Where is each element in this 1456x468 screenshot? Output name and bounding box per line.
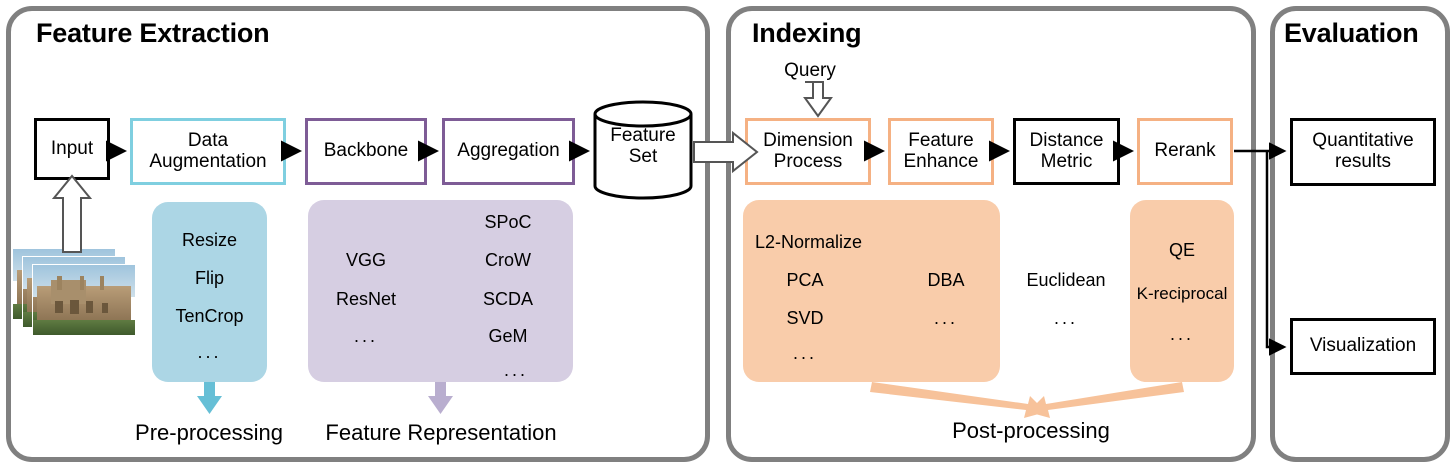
input-image-thumbnail-front xyxy=(32,264,136,336)
node-quantitative-results[interactable]: Quantitative results xyxy=(1290,118,1436,186)
node-dimension-process-line2: Process xyxy=(773,150,843,172)
pool-feature-representation: VGG ResNet ... SPoC CroW SCDA GeM ... xyxy=(308,200,573,382)
node-dimension-process-line1: Dimension xyxy=(763,129,853,151)
pool-item-qe: QE xyxy=(1168,240,1196,260)
pool-rerank: QE K-reciprocal ... xyxy=(1130,200,1234,382)
pool-preprocessing: Resize Flip TenCrop ... xyxy=(152,202,267,382)
node-feature-set-line1: Feature xyxy=(610,125,676,146)
pool-item-enhance-ellipsis: ... xyxy=(933,308,959,328)
panel-evaluation xyxy=(1270,6,1450,462)
panel-title-indexing: Indexing xyxy=(752,18,862,48)
pool-item-crow: CroW xyxy=(485,250,531,270)
node-feature-enhance-line1: Feature xyxy=(908,129,974,151)
caption-pre-processing: Pre-processing xyxy=(135,420,283,445)
node-dimension-process[interactable]: Dimension Process xyxy=(745,118,871,185)
pool-item-l2-normalize: L2-Normalize xyxy=(755,232,863,252)
node-input[interactable]: Input xyxy=(34,118,110,180)
pool-item-pca: PCA xyxy=(786,270,824,290)
panel-feature-extraction xyxy=(6,6,710,462)
node-feature-enhance[interactable]: Feature Enhance xyxy=(888,118,994,185)
pool-item-dimension-ellipsis: ... xyxy=(792,343,818,363)
node-visualization[interactable]: Visualization xyxy=(1290,318,1436,375)
pool-item-flip: Flip xyxy=(194,268,225,288)
node-rerank[interactable]: Rerank xyxy=(1137,118,1233,185)
pool-item-resize: Resize xyxy=(181,230,238,250)
node-data-augmentation[interactable]: Data Augmentation xyxy=(130,118,286,185)
pool-item-k-reciprocal: K-reciprocal xyxy=(1136,284,1228,303)
pool-item-resnet: ResNet xyxy=(335,289,397,309)
panel-indexing xyxy=(726,6,1256,462)
label-query: Query xyxy=(784,60,836,81)
node-data-augmentation-line1: Data xyxy=(187,129,229,151)
pool-item-euclidean: Euclidean xyxy=(1026,270,1106,290)
pool-item-metric-ellipsis: ... xyxy=(1053,308,1079,328)
pool-item-svd: SVD xyxy=(786,308,824,328)
node-quantitative-results-line2: results xyxy=(1335,151,1391,172)
pool-item-aggregation-ellipsis: ... xyxy=(503,360,529,380)
pool-item-gem: GeM xyxy=(488,326,528,346)
node-feature-set[interactable]: Feature Set xyxy=(593,100,693,200)
node-data-augmentation-line2: Augmentation xyxy=(149,150,267,172)
node-quantitative-results-line1: Quantitative xyxy=(1312,130,1414,152)
panel-title-evaluation: Evaluation xyxy=(1284,18,1419,48)
node-feature-set-line2: Set xyxy=(628,145,658,167)
caption-post-processing: Post-processing xyxy=(952,418,1110,443)
pool-item-spoc: SPoC xyxy=(484,212,532,232)
node-feature-enhance-line2: Enhance xyxy=(903,150,979,172)
caption-feature-representation: Feature Representation xyxy=(325,420,557,445)
node-distance-metric-line1: Distance xyxy=(1029,129,1104,151)
node-distance-metric-line2: Metric xyxy=(1040,150,1093,172)
pool-item-scda: SCDA xyxy=(482,289,534,309)
pool-item-rerank-ellipsis: ... xyxy=(1169,324,1195,344)
pool-item-preprocessing-ellipsis: ... xyxy=(197,342,222,362)
pool-item-dba: DBA xyxy=(927,270,965,290)
node-aggregation[interactable]: Aggregation xyxy=(442,118,575,185)
node-backbone[interactable]: Backbone xyxy=(305,118,427,185)
panel-title-feature-extraction: Feature Extraction xyxy=(36,18,270,48)
pool-item-tencrop: TenCrop xyxy=(175,306,244,326)
pool-dimension-process: L2-Normalize PCA SVD ... DBA ... xyxy=(743,200,1000,382)
pool-item-vgg: VGG xyxy=(345,250,387,270)
pool-item-backbone-ellipsis: ... xyxy=(353,326,379,346)
node-distance-metric[interactable]: Distance Metric xyxy=(1013,118,1120,185)
